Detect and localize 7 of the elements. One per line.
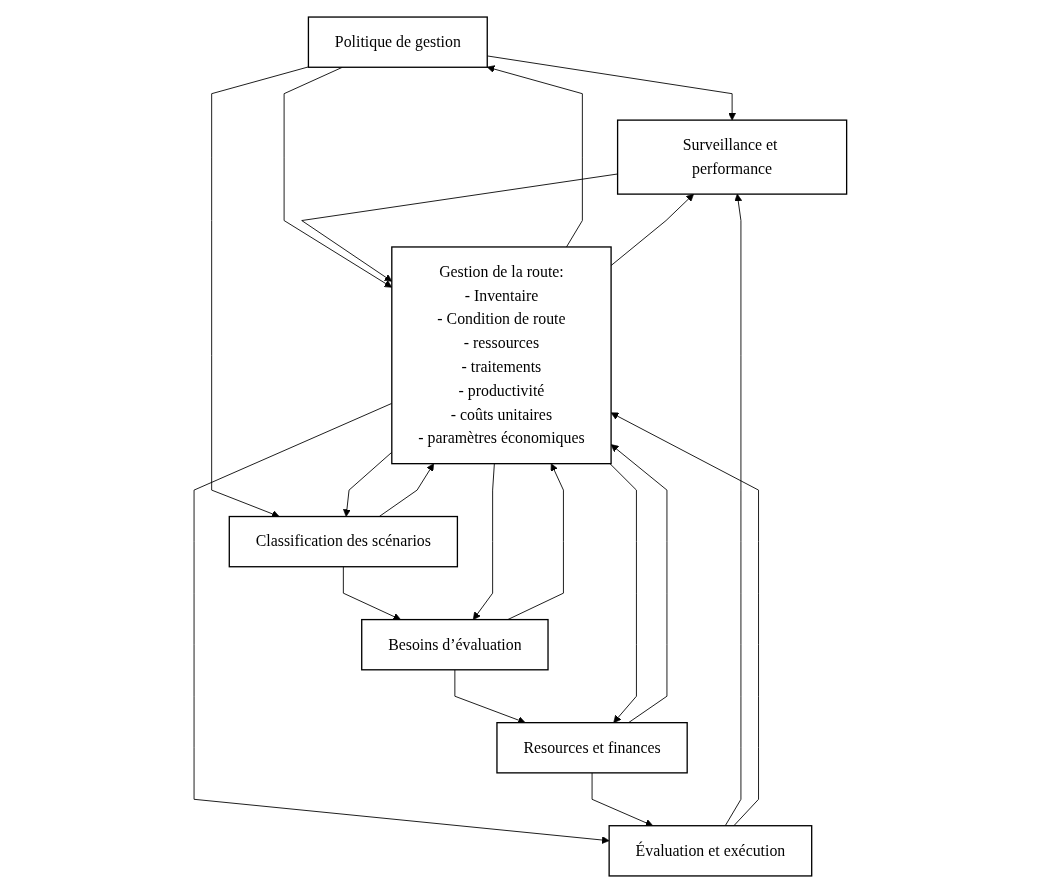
node-box: Gestion de la route: - Inventaire - Condition de route - ressources - traitements - productivité - coûts unitaires - paramètres économiques (391, 246, 612, 465)
node-box: Surveillance et performance (617, 119, 848, 195)
node-box: Classification des scénarios (228, 515, 459, 568)
node-box: Évaluation et exécution (608, 825, 813, 877)
node-box: Resources et finances (496, 722, 688, 774)
node-box: Besoins d’évaluation (361, 618, 549, 671)
node-box: Politique de gestion (307, 16, 489, 68)
